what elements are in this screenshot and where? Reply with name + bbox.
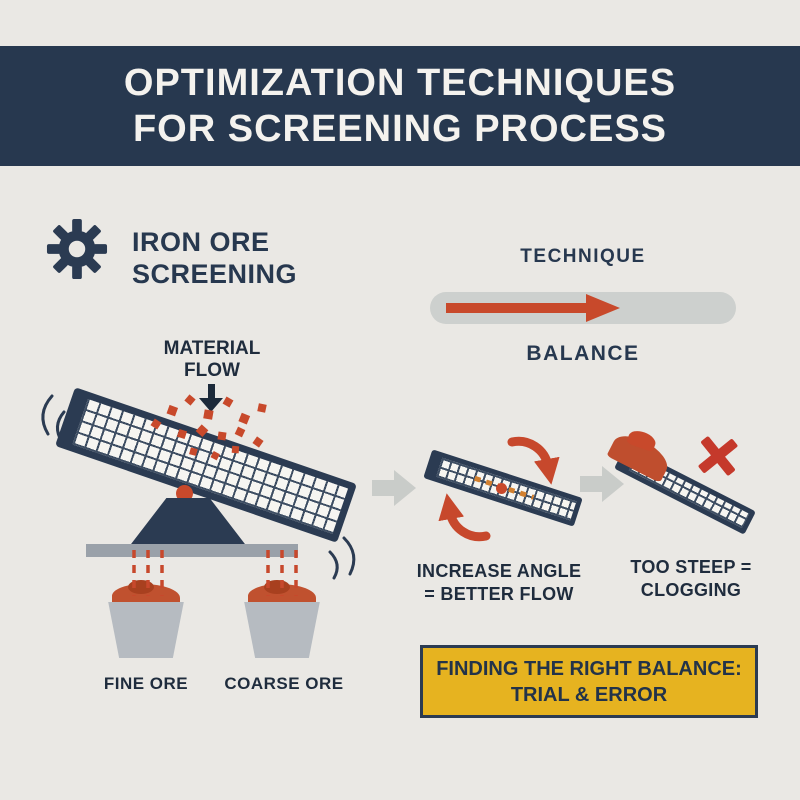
callout-line2: TRIAL & ERROR	[510, 683, 668, 706]
technique-slider-track	[430, 292, 736, 324]
gear-icon	[46, 218, 108, 280]
fine-ore-label: FINE ORE	[103, 674, 189, 693]
arrow-down-head-icon	[199, 398, 223, 412]
coarse-ore-label: COARSE ORE	[224, 674, 344, 693]
ore-heap-coarse-bump	[264, 580, 290, 594]
page-title-line1: OPTIMIZATION TECHNIQUES	[123, 62, 677, 104]
flow-arrow-head	[394, 470, 416, 506]
arrow-down-icon	[208, 384, 215, 399]
x-icon	[697, 435, 739, 477]
bucket-fine	[108, 602, 184, 658]
technique-arrow-icon	[446, 303, 586, 313]
section-heading-line2: SCREENING	[132, 259, 298, 289]
callout-box: FINDING THE RIGHT BALANCE: TRIAL & ERROR	[420, 645, 758, 718]
increase-angle-label: INCREASE ANGLE = BETTER FLOW	[410, 560, 588, 606]
pivot-dot-mid	[496, 483, 507, 494]
section-heading: IRON ORE SCREENING	[132, 226, 297, 290]
balance-label: BALANCE	[526, 342, 640, 365]
machine-base	[86, 544, 298, 557]
technique-arrow-head-icon	[586, 294, 620, 322]
flow-arrow-icon-1	[372, 470, 418, 506]
page-title-line2: FOR SCREENING PROCESS	[132, 108, 668, 150]
material-flow-line2: FLOW	[184, 360, 240, 381]
increase-angle-line1: INCREASE ANGLE	[416, 561, 582, 581]
ore-heap-fine-bump	[128, 580, 154, 594]
too-steep-label: TOO STEEP = CLOGGING	[606, 556, 776, 602]
pivot-dot-main	[176, 485, 193, 502]
flow-arrow-icon-2	[580, 466, 626, 502]
callout-line1: FINDING THE RIGHT BALANCE:	[436, 657, 742, 680]
material-flow-label: MATERIAL FLOW	[137, 338, 287, 382]
flow-arrow-shaft	[580, 476, 602, 492]
section-heading-line1: IRON ORE	[132, 227, 270, 257]
flow-arrow-head	[602, 466, 624, 502]
title-banner: OPTIMIZATION TECHNIQUES FOR SCREENING PR…	[0, 46, 800, 166]
bucket-coarse	[244, 602, 320, 658]
material-flow-line1: MATERIAL	[163, 338, 261, 359]
too-steep-line2: CLOGGING	[640, 580, 742, 600]
technique-label: TECHNIQUE	[520, 246, 646, 267]
too-steep-line1: TOO STEEP =	[630, 557, 752, 577]
flow-arrow-shaft	[372, 480, 394, 496]
increase-angle-line2: = BETTER FLOW	[424, 584, 574, 604]
